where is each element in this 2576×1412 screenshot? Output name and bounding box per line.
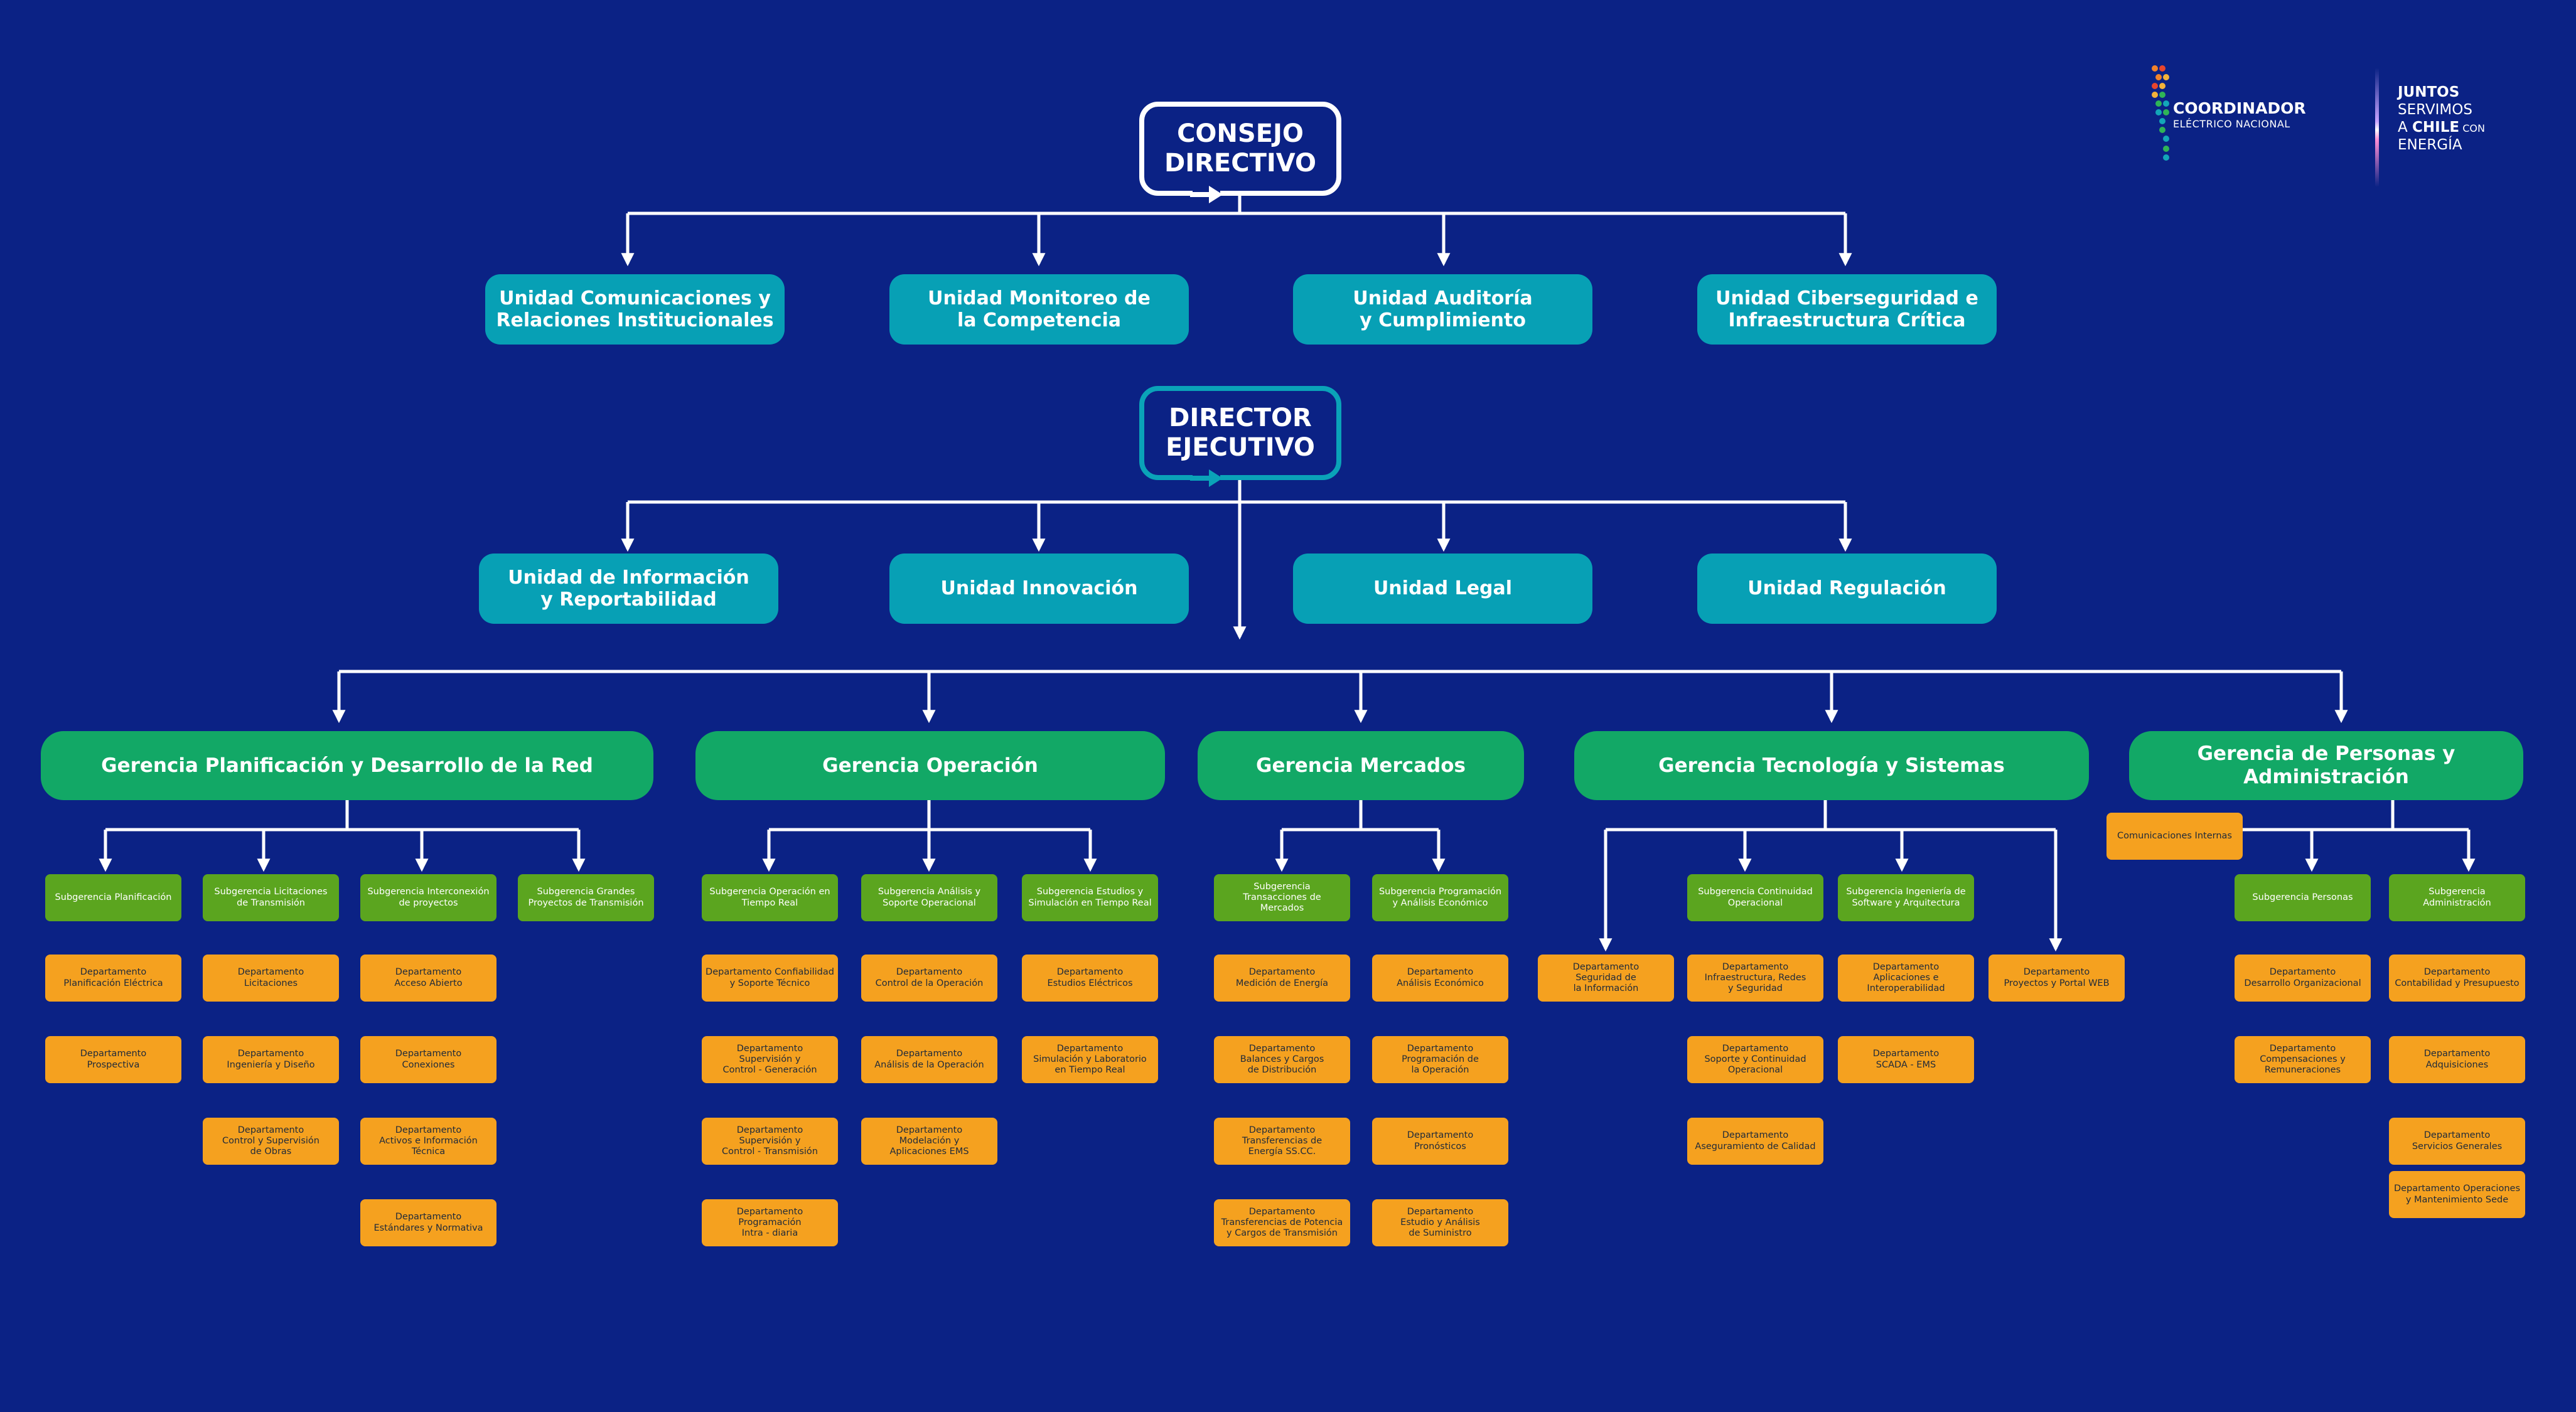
dep-confiabilidad: Departamento Confiabilidad y Soporte Téc… [702, 955, 838, 1002]
dep-control-obras: Departamento Control y Supervisión de Ob… [203, 1118, 339, 1165]
unit-comunicaciones: Unidad Comunicaciones y Relaciones Insti… [485, 274, 785, 345]
gerencia-mercados: Gerencia Mercados [1198, 731, 1524, 800]
gerencia-tecnologia: Gerencia Tecnología y Sistemas [1574, 731, 2089, 800]
sub-ingenieria-software: Subgerencia Ingeniería de Software y Arq… [1838, 874, 1974, 921]
dep-analisis-operacion: Departamento Análisis de la Operación [861, 1036, 997, 1083]
director-ejecutivo: DIRECTOR EJECUTIVO [1139, 386, 1341, 480]
tagline-a: A [2398, 119, 2413, 136]
dep-activos: Departamento Activos e Información Técni… [360, 1118, 496, 1165]
logo-dot [2159, 83, 2165, 89]
logo-dot [2152, 83, 2158, 89]
logo-dot [2163, 154, 2169, 161]
logo-dot [2159, 127, 2165, 133]
dep-desarrollo-organizacional: Departamento Desarrollo Organizacional [2235, 955, 2371, 1002]
tagline-line-4: ENERGÍA [2398, 137, 2462, 153]
dep-estudio-suministro: Departamento Estudio y Análisis de Sumin… [1372, 1199, 1508, 1246]
sub-planificacion: Subgerencia Planificación [45, 874, 181, 921]
gerencia-operacion: Gerencia Operación [695, 731, 1165, 800]
unit-informacion: Unidad de Información y Reportabilidad [479, 554, 778, 624]
dep-control-operacion: Departamento Control de la Operación [861, 955, 997, 1002]
logo-dot [2155, 100, 2162, 107]
comunicaciones-internas: Comunicaciones Internas [2106, 813, 2243, 860]
dep-acceso-abierto: Departamento Acceso Abierto [360, 955, 496, 1002]
dep-transferencias-energia: Departamento Transferencias de Energía S… [1214, 1118, 1350, 1165]
dep-compensaciones: Departamento Compensaciones y Remuneraci… [2235, 1036, 2371, 1083]
tagline-line-2: SERVIMOS [2398, 102, 2472, 118]
logo-dot [2152, 65, 2158, 72]
dep-balances-cargos: Departamento Balances y Cargos de Distri… [1214, 1036, 1350, 1083]
gerencia-personas: Gerencia de Personas y Administración [2129, 731, 2523, 800]
tagline-line-1: JUNTOS [2398, 84, 2460, 100]
dep-supervision-generacion: Departamento Supervisión y Control - Gen… [702, 1036, 838, 1083]
sub-analisis-soporte: Subgerencia Análisis y Soporte Operacion… [861, 874, 997, 921]
spark-mark [2375, 68, 2379, 187]
logo-dot [2159, 65, 2165, 72]
dep-operaciones-sede: Departamento Operaciones y Mantenimiento… [2389, 1171, 2525, 1218]
sub-continuidad-operacional: Subgerencia Continuidad Operacional [1687, 874, 1823, 921]
unit-monitoreo: Unidad Monitoreo de la Competencia [889, 274, 1189, 345]
unit-regulacion: Unidad Regulación [1697, 554, 1997, 624]
dep-planificacion-electrica: Departamento Planificación Eléctrica [45, 955, 181, 1002]
dep-aseguramiento-calidad: Departamento Aseguramiento de Calidad [1687, 1118, 1823, 1165]
dep-contabilidad-presupuesto: Departamento Contabilidad y Presupuesto [2389, 955, 2525, 1002]
dep-soporte-continuidad: Departamento Soporte y Continuidad Opera… [1687, 1036, 1823, 1083]
logo-dot [2163, 109, 2169, 115]
logo-dot [2159, 92, 2165, 98]
tagline-con: CON [2459, 122, 2485, 134]
dep-adquisiciones: Departamento Adquisiciones [2389, 1036, 2525, 1083]
dep-seguridad-informacion: Departamento Seguridad de la Información [1538, 955, 1674, 1002]
dep-proyectos-web: Departamento Proyectos y Portal WEB [1988, 955, 2125, 1002]
sub-interconexion: Subgerencia Interconexión de proyectos [360, 874, 496, 921]
logo-dot [2163, 74, 2169, 80]
director-arrow-mark [1190, 469, 1223, 487]
unit-auditoria: Unidad Auditoría y Cumplimiento [1293, 274, 1592, 345]
sub-programacion-analisis: Subgerencia Programación y Análisis Econ… [1372, 874, 1508, 921]
dep-scada-ems: Departamento SCADA - EMS [1838, 1036, 1974, 1083]
tagline-chile: CHILE [2412, 119, 2460, 136]
dep-analisis-economico: Departamento Análisis Económico [1372, 955, 1508, 1002]
coordinador-logo-subtext: ELÉCTRICO NACIONAL [2173, 118, 2290, 130]
dep-servicios-generales: Departamento Servicios Generales [2389, 1118, 2525, 1165]
sub-grandes-proyectos: Subgerencia Grandes Proyectos de Transmi… [518, 874, 654, 921]
coordinador-logo-text: COORDINADOR [2173, 99, 2306, 117]
unit-legal: Unidad Legal [1293, 554, 1592, 624]
dep-programacion-intra: Departamento Programación Intra - diaria [702, 1199, 838, 1246]
dep-pronosticos: Departamento Pronósticos [1372, 1118, 1508, 1165]
consejo-directivo: CONSEJO DIRECTIVO [1139, 102, 1341, 196]
dep-modelacion-ems: Departamento Modelación y Aplicaciones E… [861, 1118, 997, 1165]
dep-aplicaciones-interoperabilidad: Departamento Aplicaciones e Interoperabi… [1838, 955, 1974, 1002]
dep-ingenieria-diseno: Departamento Ingeniería y Diseño [203, 1036, 339, 1083]
dep-conexiones: Departamento Conexiones [360, 1036, 496, 1083]
dep-infraestructura-redes: Departamento Infraestructura, Redes y Se… [1687, 955, 1823, 1002]
dep-simulacion-laboratorio: Departamento Simulación y Laboratorio en… [1022, 1036, 1158, 1083]
dep-supervision-transmision: Departamento Supervisión y Control - Tra… [702, 1118, 838, 1165]
dep-estudios-electricos: Departamento Estudios Eléctricos [1022, 955, 1158, 1002]
sub-licitaciones: Subgerencia Licitaciones de Transmisión [203, 874, 339, 921]
gerencia-planificacion: Gerencia Planificación y Desarrollo de l… [41, 731, 653, 800]
dep-programacion-operacion: Departamento Programación de la Operació… [1372, 1036, 1508, 1083]
logo-dot [2155, 74, 2162, 80]
dep-estandares: Departamento Estándares y Normativa [360, 1199, 496, 1246]
dep-licitaciones: Departamento Licitaciones [203, 955, 339, 1002]
sub-personas: Subgerencia Personas [2235, 874, 2371, 921]
sub-estudios-simulacion: Subgerencia Estudios y Simulación en Tie… [1022, 874, 1158, 921]
logo-dot [2163, 136, 2169, 142]
unit-innovacion: Unidad Innovación [889, 554, 1189, 624]
tagline-line-3: A CHILE CON [2398, 119, 2485, 136]
dep-medicion-energia: Departamento Medición de Energía [1214, 955, 1350, 1002]
logo-dot [2163, 146, 2169, 152]
sub-administracion: Subgerencia Administración [2389, 874, 2525, 921]
sub-transacciones-mercados: Subgerencia Transacciones de Mercados [1214, 874, 1350, 921]
logo-dot [2163, 100, 2169, 107]
logo-dot [2155, 109, 2162, 115]
logo-dot [2159, 118, 2165, 124]
unit-ciberseguridad: Unidad Ciberseguridad e Infraestructura … [1697, 274, 1997, 345]
logo-dot [2152, 92, 2158, 98]
dep-prospectiva: Departamento Prospectiva [45, 1036, 181, 1083]
sub-operacion-tiempo-real: Subgerencia Operación en Tiempo Real [702, 874, 838, 921]
consejo-arrow-mark [1190, 186, 1223, 203]
dep-transferencias-potencia: Departamento Transferencias de Potencia … [1214, 1199, 1350, 1246]
